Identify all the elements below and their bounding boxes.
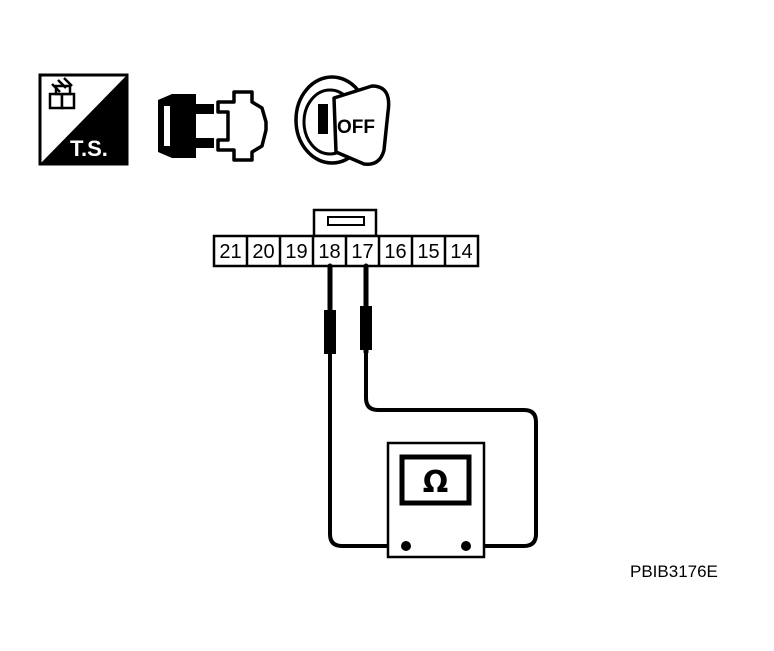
pin-label-21: 21	[219, 241, 241, 263]
ts-icon: T.S.	[38, 73, 129, 166]
pin-label-15: 15	[417, 241, 439, 263]
figure-code: PBIB3176E	[630, 562, 718, 581]
lead-right	[364, 348, 538, 548]
ignition-off-icon: OFF	[294, 75, 391, 166]
pin-label-16: 16	[384, 241, 406, 263]
meter-terminal-left	[401, 541, 411, 551]
pin-label-18: 18	[318, 241, 340, 263]
ts-label: T.S.	[70, 136, 108, 161]
ignition-off-label: OFF	[337, 117, 375, 138]
connector-sketch-icon	[48, 77, 76, 110]
lead-left	[328, 350, 408, 548]
connector-icon	[158, 90, 268, 162]
pin-label-19: 19	[285, 241, 307, 263]
pin-label-20: 20	[252, 241, 274, 263]
ohmmeter: Ω	[386, 441, 486, 559]
pin-label-14: 14	[450, 241, 472, 263]
pin-label-17: 17	[351, 241, 373, 263]
meter-terminal-right	[461, 541, 471, 551]
test-leads	[324, 263, 538, 548]
ohm-symbol: Ω	[423, 465, 449, 500]
terminal-connector: 21 20 19 18 17 16 15 14	[212, 208, 480, 268]
meter-display	[399, 454, 472, 506]
